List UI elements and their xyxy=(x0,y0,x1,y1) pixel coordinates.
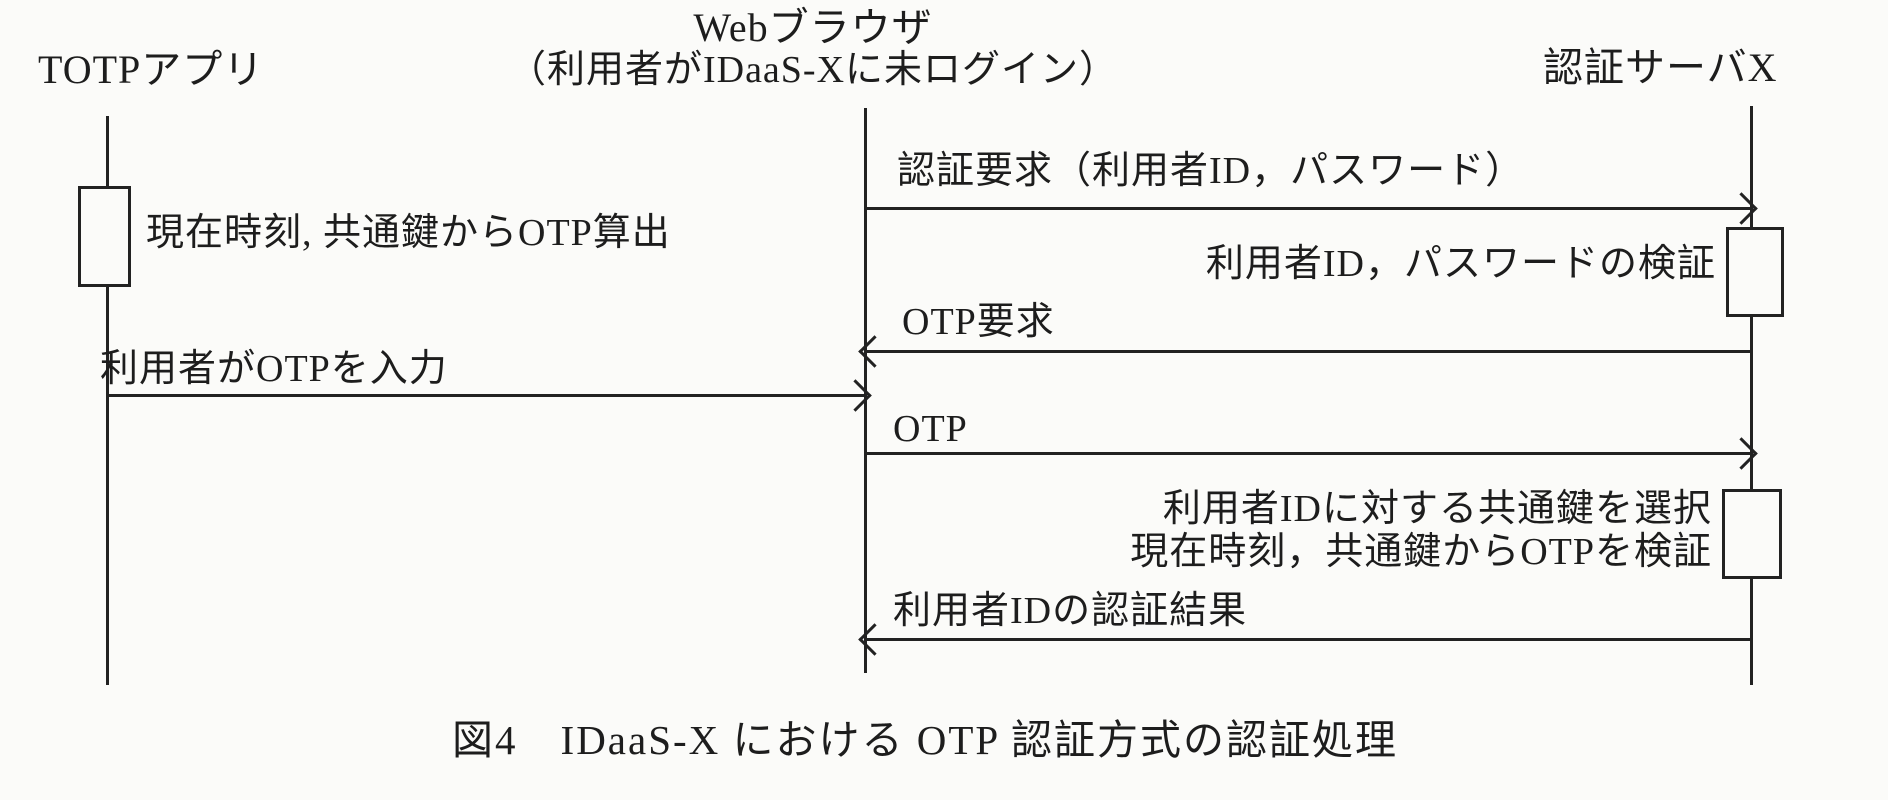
note-select-shared-key: 利用者IDに対する共通鍵を選択 xyxy=(1162,488,1712,530)
message-label-auth-request: 認証要求（利用者ID，パスワード） xyxy=(897,150,1525,192)
activation-server-verify-otp xyxy=(1722,489,1782,579)
activation-totp-compute xyxy=(78,186,131,287)
message-label-user-enters-otp: 利用者がOTPを入力 xyxy=(100,348,448,390)
message-arrow-user-enters-otp xyxy=(108,379,872,412)
note-verify-otp: 現在時刻，共通鍵からOTPを検証 xyxy=(1130,530,1712,573)
message-label-otp-request: OTP要求 xyxy=(902,301,1055,343)
message-arrow-otp xyxy=(866,437,1758,470)
figure-caption: 図4 IDaaS-X における OTP 認証方式の認証処理 xyxy=(452,717,1398,763)
actor-label-browser-line1: Webブラウザ xyxy=(693,5,933,50)
note-server-otp-verification: 利用者IDに対する共通鍵を選択 現在時刻，共通鍵からOTPを検証 xyxy=(898,488,1712,573)
message-arrow-otp-request xyxy=(858,335,1750,368)
actor-label-totp-app: TOTPアプリ xyxy=(38,47,265,92)
actor-label-browser: Webブラウザ （利用者がIDaaS-Xに未ログイン） xyxy=(460,6,1166,92)
message-label-auth-result: 利用者IDの認証結果 xyxy=(893,590,1248,632)
lifeline-totp-app xyxy=(106,116,109,685)
message-arrow-auth-request xyxy=(866,192,1758,225)
message-label-otp: OTP xyxy=(893,408,968,450)
note-compute-otp: 現在時刻, 共通鍵からOTP算出 xyxy=(146,212,671,254)
actor-label-auth-server: 認証サーバX xyxy=(1543,45,1778,90)
message-arrow-auth-result xyxy=(858,623,1750,656)
lifeline-auth-server xyxy=(1750,106,1753,685)
actor-label-browser-line2: （利用者がIDaaS-Xに未ログイン） xyxy=(507,49,1119,91)
lifeline-browser xyxy=(864,108,867,673)
note-verify-id-password: 利用者ID，パスワードの検証 xyxy=(1205,243,1716,285)
activation-server-verify-password xyxy=(1726,227,1784,317)
